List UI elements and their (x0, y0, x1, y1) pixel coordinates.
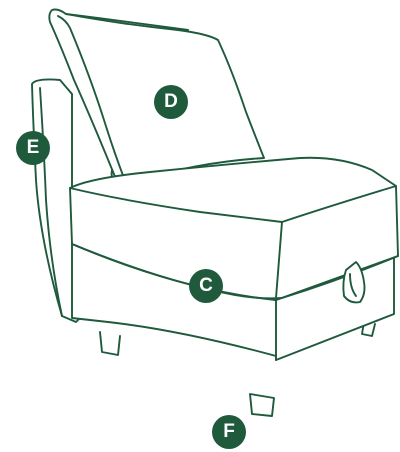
callout-marker-e: E (16, 131, 50, 165)
front-legs (249, 393, 275, 417)
callout-marker-c: C (189, 269, 223, 303)
seat-cushion (69, 156, 399, 301)
callout-marker-d: D (154, 85, 188, 119)
callout-marker-f: F (212, 415, 246, 449)
side-handle (342, 261, 366, 304)
